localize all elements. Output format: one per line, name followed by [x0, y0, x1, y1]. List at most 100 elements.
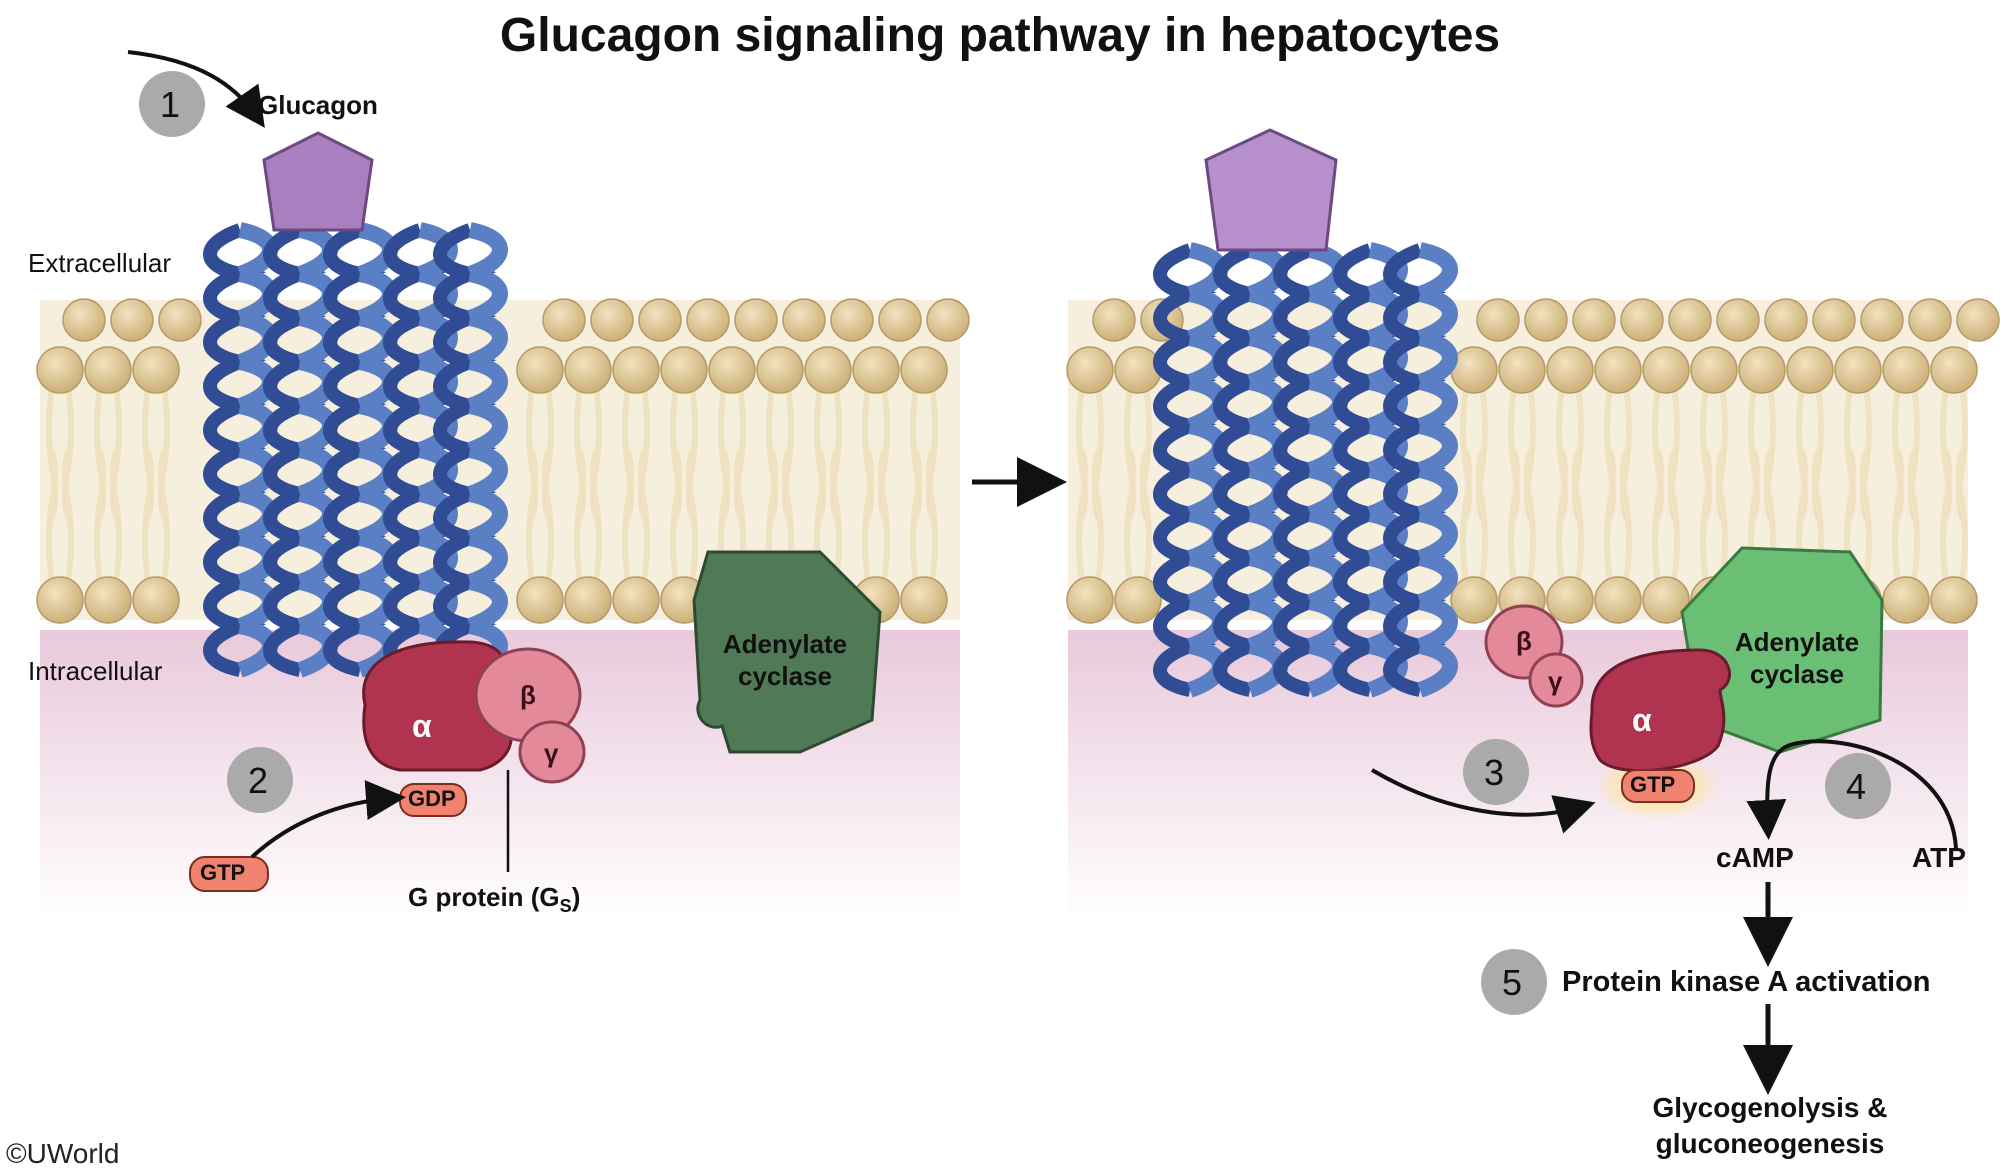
lipid-head [756, 346, 804, 394]
left-g-protein [362, 640, 586, 817]
camp-label: cAMP [1716, 842, 1794, 873]
g-protein-text: G protein (G [408, 882, 560, 912]
lipid-tail [1460, 449, 1472, 585]
lipid-tail [142, 449, 154, 585]
lipid-head [1930, 576, 1978, 624]
step-3-number: 3 [1484, 752, 1505, 793]
lipid-head [1882, 346, 1930, 394]
lipid-head [900, 346, 948, 394]
free-gtp-pill [189, 856, 269, 892]
lipid-tail [1092, 449, 1104, 585]
lipid-head [708, 346, 756, 394]
glucagon-label: Glucagon [258, 90, 378, 120]
lipid-head [1546, 346, 1594, 394]
lipid-head [1642, 576, 1690, 624]
lipid-head [1594, 346, 1642, 394]
right-gamma-label: γ [1548, 666, 1563, 696]
lipid-head [564, 346, 612, 394]
lipid-tail [1076, 449, 1088, 585]
lipid-head [62, 298, 106, 342]
lipid-tail [1524, 449, 1536, 585]
lipid-tail [158, 449, 170, 585]
lipid-head [1908, 298, 1952, 342]
outcome-line1: Glycogenolysis & [1652, 1092, 1888, 1123]
lipid-head [84, 576, 132, 624]
right-gtp-pill [1621, 769, 1695, 803]
lipid-head [1668, 298, 1712, 342]
step-3-circle [1463, 739, 1529, 805]
left-glucagon-receptor [203, 222, 508, 678]
lipid-tail [574, 449, 586, 585]
helix-front [467, 222, 508, 678]
step-2-number: 2 [248, 760, 269, 801]
lipid-tail [1124, 449, 1136, 585]
right-adenylate-cyclase [1680, 546, 1884, 754]
left-gamma-label: γ [544, 738, 559, 768]
lipid-head [1834, 346, 1882, 394]
lipid-head [1572, 298, 1616, 342]
right-gtp-label: GTP [1630, 772, 1676, 797]
lipid-tail [686, 449, 698, 585]
lipid-head [900, 576, 948, 624]
lipid-head [158, 298, 202, 342]
lipid-tail [526, 449, 538, 585]
helix-front [417, 222, 458, 678]
lipid-head [1476, 298, 1520, 342]
lipid-tail [1908, 449, 1920, 585]
lipid-tail [1940, 449, 1952, 585]
right-g-alpha-subunit [1589, 648, 1731, 773]
right-panel [1066, 128, 2000, 1095]
lipid-head [1066, 346, 1114, 394]
left-lipid-tails [46, 385, 938, 585]
lipid-head [132, 346, 180, 394]
step-5-number: 5 [1502, 962, 1523, 1003]
lipid-head [878, 298, 922, 342]
lipid-head [1114, 346, 1162, 394]
lipid-head [84, 346, 132, 394]
step-1-circle [139, 71, 205, 137]
lipid-tail [1956, 449, 1968, 585]
right-glucagon-molecule [1204, 128, 1338, 252]
lipid-head [1066, 576, 1114, 624]
left-panel [36, 50, 970, 920]
right-adenylate-label: Adenylate cyclase [1712, 626, 1882, 690]
lipid-head [1812, 298, 1856, 342]
lipid-head [110, 298, 154, 342]
helix-front [1367, 242, 1408, 698]
lipid-tail [1604, 449, 1616, 585]
lipid-head [590, 298, 634, 342]
lipid-head [660, 346, 708, 394]
step-1-number: 1 [160, 84, 181, 125]
intracellular-label: Intracellular [28, 656, 163, 686]
lipid-head [1860, 298, 1904, 342]
lipid-head [782, 298, 826, 342]
lipid-tail [1700, 449, 1712, 585]
lipid-head [1882, 576, 1930, 624]
g-protein-close: ) [571, 882, 581, 912]
g-protein-label: G protein (GS) [408, 882, 580, 917]
lipid-tail [1556, 449, 1568, 585]
lipid-head [542, 298, 586, 342]
right-alpha-label: α [1632, 702, 1652, 738]
right-lipid-heads-outer [1066, 298, 2000, 394]
right-lipid-tails [1076, 385, 1968, 585]
lipid-tail [542, 449, 554, 585]
lipid-tail [926, 449, 938, 585]
right-adenylate-line1: Adenylate [1734, 627, 1860, 657]
right-glucagon-receptor [1153, 242, 1458, 698]
step-5-circle [1481, 949, 1547, 1015]
lipid-head [516, 346, 564, 394]
lipid-head [516, 576, 564, 624]
outcome-label: Glycogenolysis & gluconeogenesis [1620, 1090, 1920, 1162]
left-adenylate-cyclase [692, 550, 882, 754]
lipid-head [1690, 346, 1738, 394]
lipid-head [612, 576, 660, 624]
lipid-head [36, 576, 84, 624]
lipid-head [638, 298, 682, 342]
lipid-head [1930, 346, 1978, 394]
lipid-head [1716, 298, 1760, 342]
glucagon-arrow [127, 50, 265, 128]
left-adenylate-label: Adenylate cyclase [700, 628, 870, 692]
lipid-head [1450, 346, 1498, 394]
step-4-circle [1825, 753, 1891, 819]
